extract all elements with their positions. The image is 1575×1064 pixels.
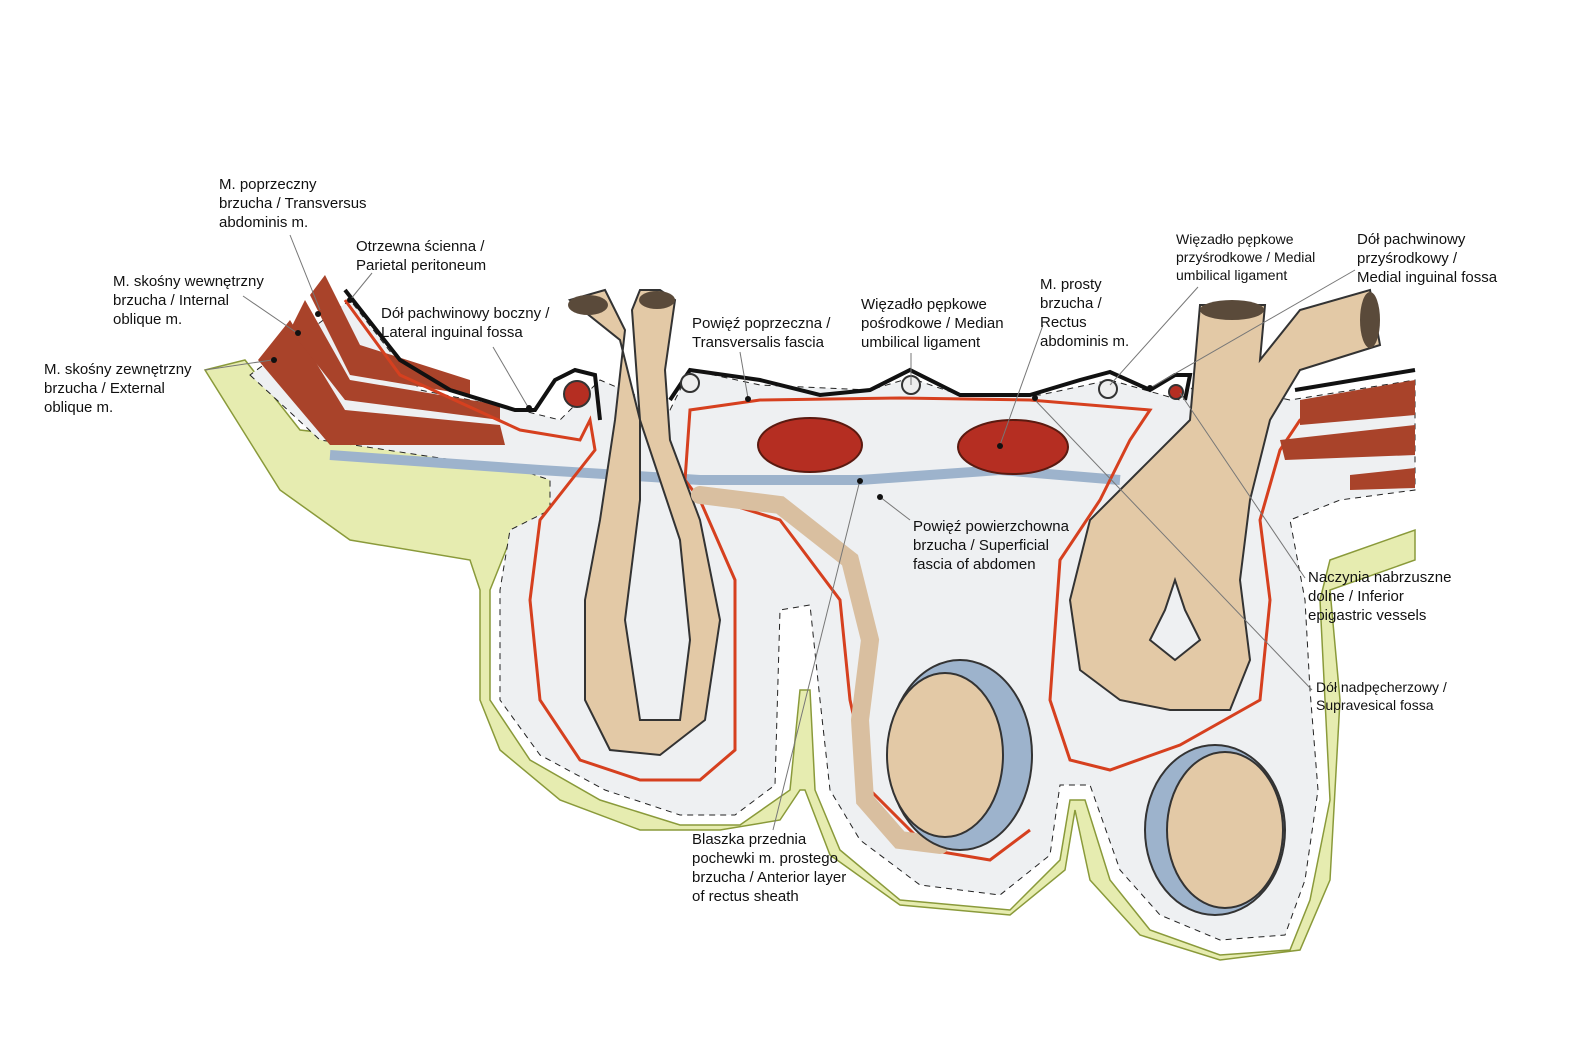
label-inferior-epigastric-vessels: Naczynia nabrzuszne dolne / Inferior epi… [1308,568,1451,625]
bowel-opening [1360,292,1380,348]
muscle-band-right [1350,468,1415,490]
label-line: Lateral inguinal fossa [381,324,523,341]
bowel-opening [1200,300,1264,320]
label-line: brzucha / External [44,380,165,397]
external-oblique-muscle [258,320,505,445]
label-transversalis-fascia: Powięź poprzeczna / Transversalis fascia [692,314,830,352]
label-parietal-peritoneum: Otrzewna ścienna / Parietal peritoneum [356,237,486,275]
testis-center [886,672,1004,838]
label-line: Blaszka przednia [692,831,807,848]
label-line: Parietal peritoneum [356,257,487,274]
label-line: brzucha / Transversus [219,195,367,212]
parietal-peritoneum-line [343,288,602,421]
label-line: przyśrodkowy / [1357,250,1458,267]
label-medial-umbilical-ligament: Więzadło pępkowe przyśrodkowe / Medial u… [1176,230,1315,284]
label-line: brzucha / Anterior layer [692,869,847,886]
label-line: umbilical ligament [861,334,981,351]
leader-dots [271,297,1153,500]
label-line: M. prosty [1040,276,1102,293]
peritoneum-right [1294,368,1416,392]
label-line: of rectus sheath [692,888,799,905]
label-external-oblique: M. skośny zewnętrzny brzucha / External … [44,360,192,417]
rectus-muscle-right [957,419,1069,475]
label-line: dolne / Inferior [1308,588,1404,605]
label-transversus-abdominis: M. poprzeczny brzucha / Transversus abdo… [219,175,367,232]
label-line: Więzadło pępkowe [861,296,987,313]
internal-oblique-muscle [290,300,500,420]
label-line: Transversalis fascia [692,334,824,351]
label-line: przyśrodkowe / Medial [1176,249,1316,265]
medial-umbilical-ligament-right [1098,379,1118,399]
bowel-opening [639,291,675,309]
label-line: Dół pachwinowy [1357,231,1466,248]
label-line: M. skośny wewnętrzny [113,273,264,290]
label-line: Supravesical fossa [1316,697,1434,713]
label-line: epigastric vessels [1308,607,1427,624]
label-line: Powięź powierzchowna [913,518,1069,535]
label-superficial-fascia: Powięź powierzchowna brzucha / Superfici… [913,517,1069,574]
label-line: M. skośny zewnętrzny [44,361,192,378]
label-line: Dół pachwinowy boczny / [381,305,550,322]
label-rectus-abdominis: M. prosty brzucha / Rectus abdominis m. [1040,275,1129,351]
label-line: pośrodkowe / Median [861,315,1004,332]
label-line: oblique m. [113,311,183,328]
lateral-vessel [563,380,591,408]
label-line: brzucha / Superficial [913,537,1049,554]
parietal-peritoneum-line-center [668,367,1193,402]
label-anterior-rectus-sheath: Blaszka przednia pochewki m. prostego br… [692,830,846,906]
label-line: M. poprzeczny [219,176,317,193]
label-line: Dół nadpęcherzowy / [1316,679,1447,695]
muscle-band-right [1280,425,1415,460]
label-line: Naczynia nabrzuszne [1308,569,1452,586]
label-line: Medial inguinal fossa [1357,269,1498,286]
label-line: oblique m. [44,399,114,416]
transversus-muscle [310,275,470,395]
label-line: brzucha / [1040,295,1102,312]
label-lateral-inguinal-fossa: Dół pachwinowy boczny / Lateral inguinal… [381,304,549,342]
subcutaneous-fat-layer [203,359,1416,961]
spermatic-cord [691,486,949,854]
label-medial-inguinal-fossa: Dół pachwinowy przyśrodkowy / Medial ing… [1357,230,1497,287]
label-line: fascia of abdomen [913,556,1036,573]
label-line: Rectus [1040,314,1087,331]
label-line: abdominis m. [219,214,309,231]
label-line: Otrzewna ścienna / [356,238,485,255]
label-line: abdominis m. [1040,333,1130,350]
label-internal-oblique: M. skośny wewnętrzny brzucha / Internal … [113,272,264,329]
testis-right [1166,751,1284,909]
fascial-interior [249,299,1416,941]
bowel-opening [568,295,608,315]
label-line: Więzadło pępkowe [1176,231,1294,247]
hernia-inner-gap [1148,576,1202,662]
label-line: brzucha / Internal [113,292,229,309]
inferior-epigastric-vessel [1168,384,1184,400]
label-median-umbilical-ligament: Więzadło pępkowe pośrodkowe / Median umb… [861,295,1004,352]
muscle-band-right [1300,380,1415,425]
label-line: umbilical ligament [1176,267,1288,283]
medial-umbilical-ligament-left [680,373,700,393]
label-supravesical-fossa: Dół nadpęcherzowy / Supravesical fossa [1316,678,1447,714]
label-line: Powięź poprzeczna / [692,315,831,332]
rectus-muscle-left [757,417,863,473]
transversalis-fascia-line [343,299,1416,782]
bowel-loop-left [567,288,722,757]
leader-lines [204,234,1356,831]
label-line: pochewki m. prostego [692,850,838,867]
